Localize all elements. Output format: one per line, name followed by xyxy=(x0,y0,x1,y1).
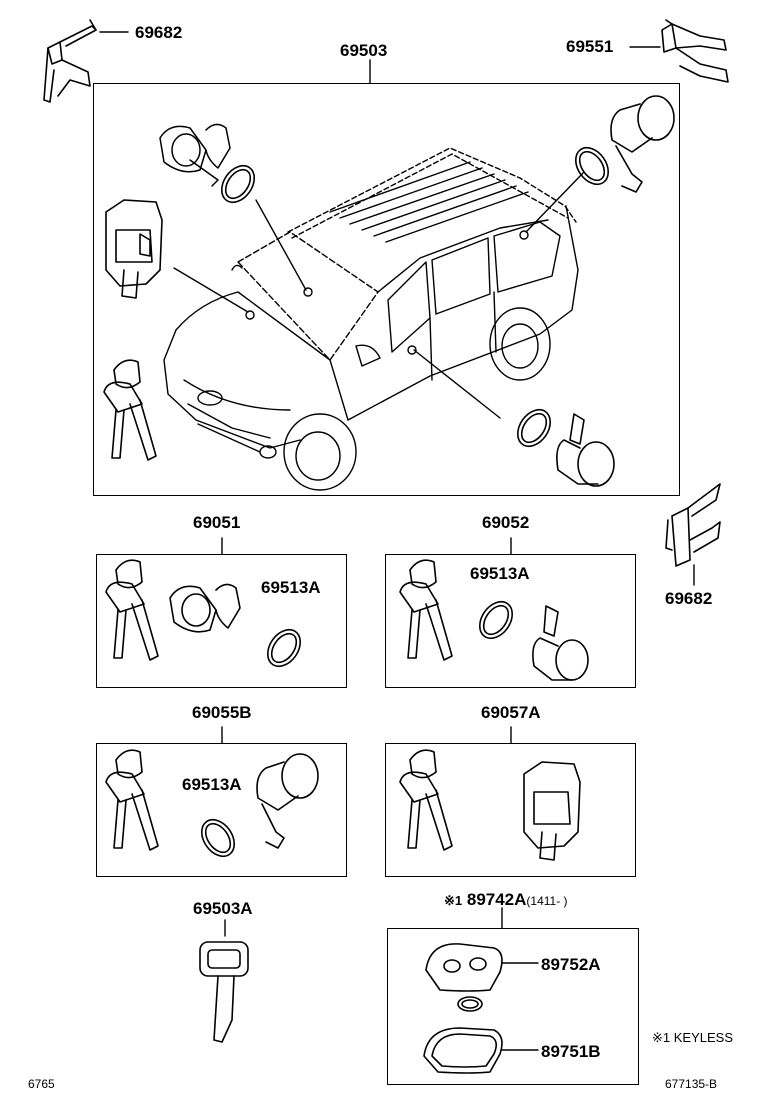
kit-69055b-art xyxy=(105,749,319,858)
part-label-69051: 69051 xyxy=(193,513,241,532)
bracket-clip-top-left xyxy=(43,19,97,103)
footnote-keyless: ※1 KEYLESS xyxy=(652,1029,733,1046)
kit-69051-art xyxy=(105,559,302,668)
part-label-69052: 69052 xyxy=(482,513,530,532)
lock-cylinder-back-door xyxy=(610,95,675,193)
part-label-69503: 69503 xyxy=(340,41,388,60)
date-range: (1411- ) xyxy=(526,894,568,908)
kit-69057a-art xyxy=(399,749,581,861)
lock-ring-top-right xyxy=(574,146,610,186)
leader-lines xyxy=(99,31,695,1051)
lock-cylinder-front-door xyxy=(159,123,231,187)
ignition-lock-cylinder xyxy=(105,199,163,299)
part-label-69513a-kit1: 69513A xyxy=(261,578,321,597)
vehicle-outline xyxy=(163,147,585,491)
part-label-89742a-group: ※1 89742A(1411- ) xyxy=(444,891,568,910)
part-label-69513a-kit2: 69513A xyxy=(470,564,530,583)
key-set-main xyxy=(103,359,157,461)
part-label-69551: 69551 xyxy=(566,37,614,56)
kit-69052-box xyxy=(385,554,636,688)
part-label-69055b: 69055B xyxy=(192,703,252,722)
bracket-clip-right xyxy=(665,483,721,567)
lock-cylinder-side-door xyxy=(556,413,615,487)
bracket-clip-top-right xyxy=(661,19,729,83)
lock-ring-top-left xyxy=(220,164,256,204)
footnote-mark: ※1 xyxy=(652,1030,671,1045)
main-assembly-box xyxy=(93,83,680,496)
keyless-box xyxy=(387,928,639,1085)
part-label-69057a: 69057A xyxy=(481,703,541,722)
kit-69052-art xyxy=(399,559,589,681)
figure-code-right: 677135-B xyxy=(665,1077,718,1091)
kit-69055b-box xyxy=(96,743,347,877)
lock-ring-side-door xyxy=(516,408,552,448)
part-label-69682-side: 69682 xyxy=(665,589,713,608)
keyless-remote-parts xyxy=(423,943,503,1074)
page-code-left: 6765 xyxy=(28,1077,55,1091)
part-label-69682-top: 69682 xyxy=(135,23,183,42)
kit-69057a-box xyxy=(385,743,636,877)
part-label-69513a-kit3: 69513A xyxy=(182,775,242,794)
part-label-89751b: 89751B xyxy=(541,1042,601,1061)
key-blank-69503a xyxy=(199,941,249,1043)
kit-69051-box xyxy=(96,554,347,688)
part-label-89742a: 89742A xyxy=(466,890,527,909)
footnote-text: KEYLESS xyxy=(673,1030,734,1045)
keyless-mark: ※1 xyxy=(444,893,463,908)
part-label-69503a: 69503A xyxy=(193,899,253,918)
part-label-89752a: 89752A xyxy=(541,955,601,974)
